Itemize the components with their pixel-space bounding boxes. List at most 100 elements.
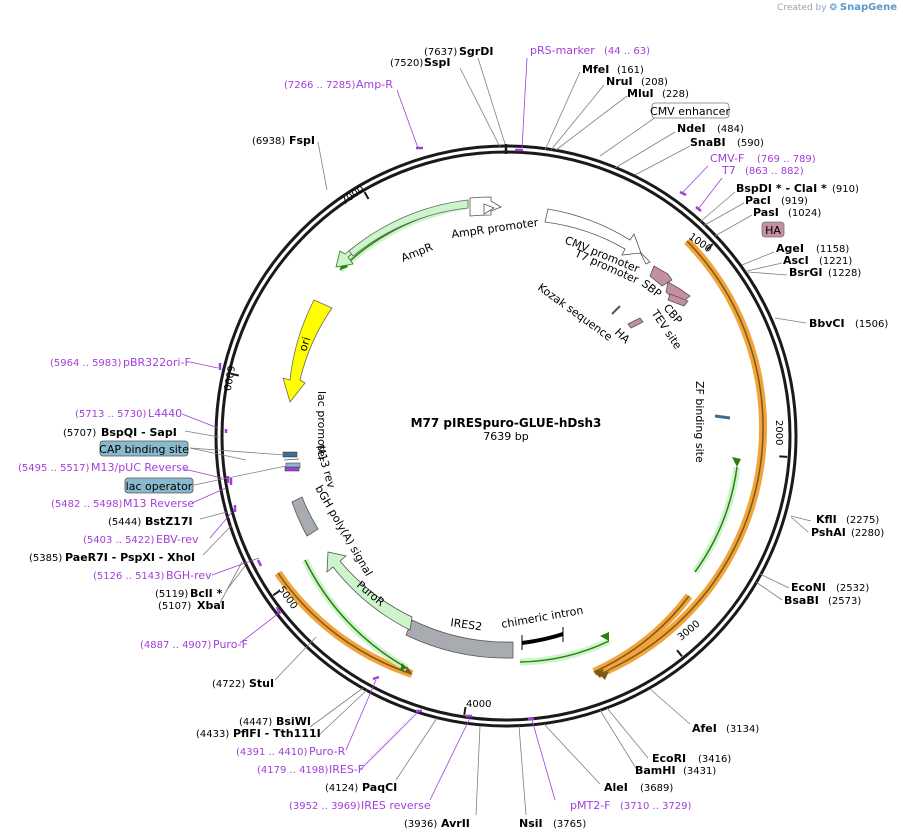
site-pos: (919) <box>781 196 808 207</box>
site-name[interactable]: BbvCI <box>809 317 845 330</box>
primer-labels: pRS-marker (44 .. 63) (7266 .. 7285) Amp… <box>18 44 816 812</box>
site-pos: (161) <box>617 65 644 76</box>
ampr-label[interactable]: AmpR <box>399 240 435 264</box>
site-name[interactable]: PaeR7I - PspXI - XhoI <box>65 551 195 564</box>
primer-name[interactable]: pBR322ori-F <box>123 356 191 369</box>
primer-name[interactable]: Puro-R <box>309 745 346 758</box>
site-pos: (2573) <box>828 596 861 607</box>
ha-feature[interactable] <box>627 317 644 329</box>
site-name[interactable]: BclI * <box>190 587 223 600</box>
site-name[interactable]: StuI <box>249 677 274 690</box>
site-pos: (5385) <box>29 553 62 564</box>
site-name[interactable]: MfeI <box>582 63 609 76</box>
primer-range: (4391 .. 4410) <box>236 747 308 758</box>
site-name[interactable]: NsiI <box>519 817 543 830</box>
tick-marks <box>230 144 788 716</box>
site-name[interactable]: PasI <box>753 206 779 219</box>
site-name[interactable]: BsiWI <box>276 715 311 728</box>
site-pos: (3134) <box>726 724 759 735</box>
site-name[interactable]: XbaI <box>197 599 225 612</box>
primer-name[interactable]: pMT2-F <box>570 799 611 812</box>
tev-site-feature[interactable] <box>667 293 689 307</box>
chimeric-intron-feature[interactable] <box>521 627 564 650</box>
primer-range: (5126 .. 5143) <box>93 571 165 582</box>
primer-name[interactable]: pRS-marker <box>530 44 595 57</box>
ha-box-label[interactable]: HA <box>765 224 781 237</box>
ampr-promoter-label[interactable]: AmpR promoter <box>451 216 540 241</box>
kozak-sequence-label[interactable]: Kozak sequence <box>535 281 615 344</box>
site-pos: (5444) <box>108 517 141 528</box>
ha-label[interactable]: HA <box>612 326 633 347</box>
site-name[interactable]: PaqCI <box>362 781 397 794</box>
primer-name[interactable]: T7 <box>721 164 736 177</box>
site-pos: (2532) <box>836 583 869 594</box>
site-pos: (1158) <box>816 244 849 255</box>
site-name[interactable]: EcoNI <box>791 581 826 594</box>
site-name[interactable]: BamHI <box>635 764 676 777</box>
site-pos: (910) <box>832 184 859 195</box>
m13-rev-feature[interactable] <box>284 466 300 472</box>
bgh-polya-label[interactable]: bGH poly(A) signal <box>312 483 375 578</box>
primer-name[interactable]: BGH-rev <box>166 569 212 582</box>
site-name[interactable]: KflI <box>816 513 837 526</box>
bgh-polya-feature[interactable] <box>291 496 319 537</box>
site-name[interactable]: NdeI <box>677 122 706 135</box>
site-name[interactable]: BspDI * - ClaI * <box>736 182 827 195</box>
site-name[interactable]: SspI <box>424 56 450 69</box>
site-pos: (4447) <box>239 717 272 728</box>
site-name[interactable]: PshAI <box>811 526 846 539</box>
primer-name[interactable]: L4440 <box>148 407 182 420</box>
puror-label[interactable]: PuroR <box>354 578 387 609</box>
sbp-label[interactable]: SBP <box>639 277 664 300</box>
site-name[interactable]: MluI <box>627 87 654 100</box>
site-name[interactable]: PflFI - Tth111I <box>233 727 321 740</box>
site-pos: (5119) <box>155 589 188 600</box>
primer-name[interactable]: Puro-F <box>213 638 248 651</box>
lac-promoter-label[interactable]: lac promoter <box>315 391 328 462</box>
site-name[interactable]: EcoRI <box>652 752 686 765</box>
sbp-feature[interactable] <box>649 265 673 287</box>
ori-feature[interactable] <box>282 299 333 403</box>
site-name[interactable]: NruI <box>606 75 633 88</box>
primer-name[interactable]: EBV-rev <box>156 533 199 546</box>
site-name[interactable]: FspI <box>289 134 315 147</box>
puror-feature[interactable] <box>326 551 413 631</box>
site-name[interactable]: SgrDI <box>459 45 493 58</box>
site-name[interactable]: AvrII <box>441 817 470 830</box>
site-name[interactable]: AgeI <box>776 242 804 255</box>
ori-label[interactable]: ori <box>296 335 313 353</box>
primer-range: (44 .. 63) <box>604 46 650 57</box>
site-pos: (3689) <box>640 783 673 794</box>
t7-promoter-feature[interactable] <box>639 251 651 265</box>
tick-mark <box>230 372 239 377</box>
tick-mark <box>363 191 370 200</box>
primer-name[interactable]: CMV-F <box>710 152 744 165</box>
site-name[interactable]: PacI <box>745 194 771 207</box>
zf-binding-site-feature[interactable] <box>714 414 731 420</box>
zf-binding-site-label[interactable]: ZF binding site <box>693 381 706 463</box>
site-name[interactable]: AleI <box>604 781 628 794</box>
m13-rev-label[interactable]: M13 rev <box>313 443 338 490</box>
cap-binding-site-label[interactable]: CAP binding site <box>99 443 189 456</box>
primer-name[interactable]: IRES reverse <box>361 799 431 812</box>
primer-name[interactable]: M13/pUC Reverse <box>91 461 189 474</box>
site-name[interactable]: BstZ17I <box>145 515 193 528</box>
site-name[interactable]: SnaBI <box>690 136 726 149</box>
primer-name[interactable]: Amp-R <box>356 78 393 91</box>
primer-name[interactable]: IRES-F <box>329 763 364 776</box>
primer-range: (5482 .. 5498) <box>51 499 123 510</box>
site-name[interactable]: AscI <box>783 254 809 267</box>
site-name[interactable]: AfeI <box>692 722 717 735</box>
primer-leaders <box>181 57 723 801</box>
site-name[interactable]: BsrGI <box>789 266 822 279</box>
site-name[interactable]: BsaBI <box>784 594 819 607</box>
primer-name[interactable]: M13 Reverse <box>123 497 194 510</box>
ires2-feature[interactable] <box>405 619 514 659</box>
lac-operator-label[interactable]: lac operator <box>126 480 193 493</box>
cmv-enhancer-label[interactable]: CMV enhancer <box>650 105 730 118</box>
kozak-feature[interactable] <box>611 305 621 315</box>
primer-range: (863 .. 882) <box>745 166 804 177</box>
site-name[interactable]: BspQI - SapI <box>101 426 177 439</box>
chimeric-intron-label[interactable]: chimeric intron <box>500 604 584 631</box>
ires2-label[interactable]: IRES2 <box>450 616 483 633</box>
